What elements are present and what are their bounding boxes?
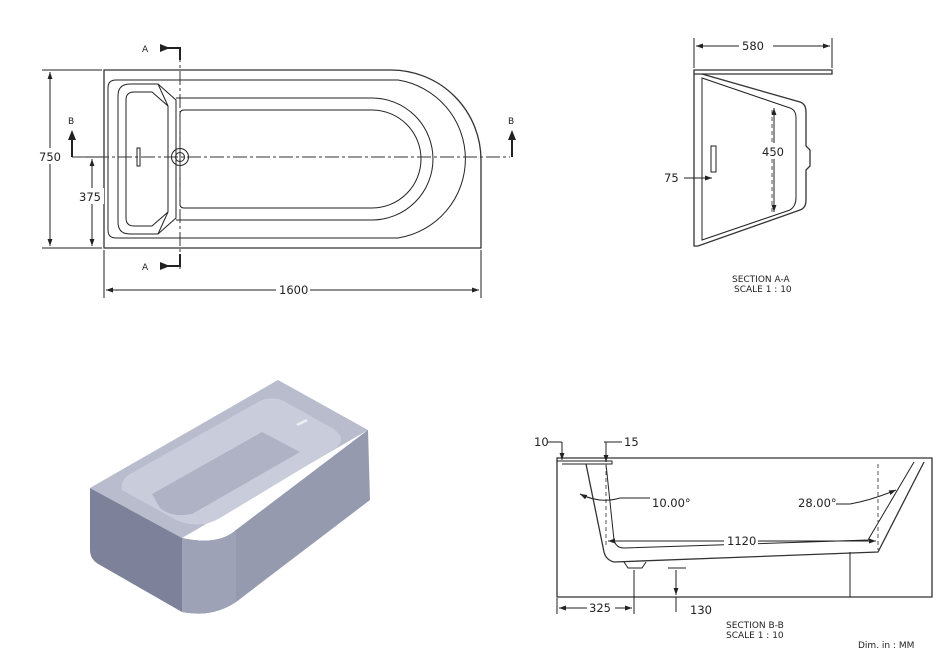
- dim-15: 15: [624, 435, 639, 449]
- dim-1600: 1600: [279, 283, 308, 297]
- section-b-outer-box: [556, 457, 933, 598]
- render-side-face: [236, 430, 370, 602]
- angle-arc-left: [579, 493, 621, 501]
- angle-arc-right: [849, 489, 897, 505]
- angle-left: 10.00°: [652, 496, 691, 510]
- dim-580: 580: [742, 39, 764, 53]
- dim-75: 75: [664, 171, 679, 185]
- section-a-top-marker: [166, 47, 181, 60]
- section-a-overflow: [710, 145, 717, 173]
- dim-130: 130: [690, 603, 712, 617]
- dim-375: 375: [79, 190, 101, 204]
- section-b-shell-outer: [585, 461, 925, 563]
- section-a-view: 580 450 75 SECTION A-A SCALE 1 : 10: [664, 38, 833, 295]
- plan-basin-outer: [176, 97, 434, 221]
- plan-headrest-bevel: [157, 83, 169, 235]
- plan-headrest-inner: [125, 91, 169, 227]
- render-overflow: [296, 419, 308, 426]
- dim-325: 325: [589, 601, 611, 615]
- dim-450: 450: [762, 145, 784, 159]
- plan-view: A A B B 750 375 1600: [38, 44, 516, 298]
- angle-right: 28.00°: [798, 496, 837, 510]
- dim-750: 750: [39, 150, 61, 164]
- section-a-caption-scale: SCALE 1 : 10: [734, 285, 792, 295]
- section-a-bottom-label: A: [142, 263, 149, 273]
- units-note: Dim. in : MM: [858, 641, 914, 651]
- section-a-shell-inner: [701, 77, 797, 241]
- render-basin-floor: [152, 432, 300, 516]
- section-b-caption-title: SECTION B-B: [726, 621, 784, 631]
- dim-1120: 1120: [727, 534, 756, 548]
- section-a-top-label: A: [142, 45, 149, 55]
- dim-10: 10: [534, 435, 549, 449]
- section-a-caption-title: SECTION A-A: [732, 275, 791, 285]
- plan-headrest: [117, 83, 177, 235]
- isometric-render: [90, 380, 370, 614]
- plan-outer-outline: [103, 69, 482, 249]
- section-b-rim: [557, 460, 613, 465]
- section-b-right-label: B: [508, 117, 514, 127]
- section-b-view: 10.00° 28.00° 1120 10 15 325 130 SECTION…: [534, 435, 933, 641]
- section-a-shell-outer: [693, 73, 811, 247]
- section-b-caption-scale: SCALE 1 : 10: [726, 631, 784, 641]
- plan-rim-line: [107, 79, 466, 239]
- section-b-foot: [623, 561, 647, 569]
- section-b-left-label: B: [68, 117, 74, 127]
- section-a-rim: [693, 69, 833, 75]
- plan-basin-inner: [179, 109, 422, 209]
- section-a-bottom-marker: [166, 254, 181, 267]
